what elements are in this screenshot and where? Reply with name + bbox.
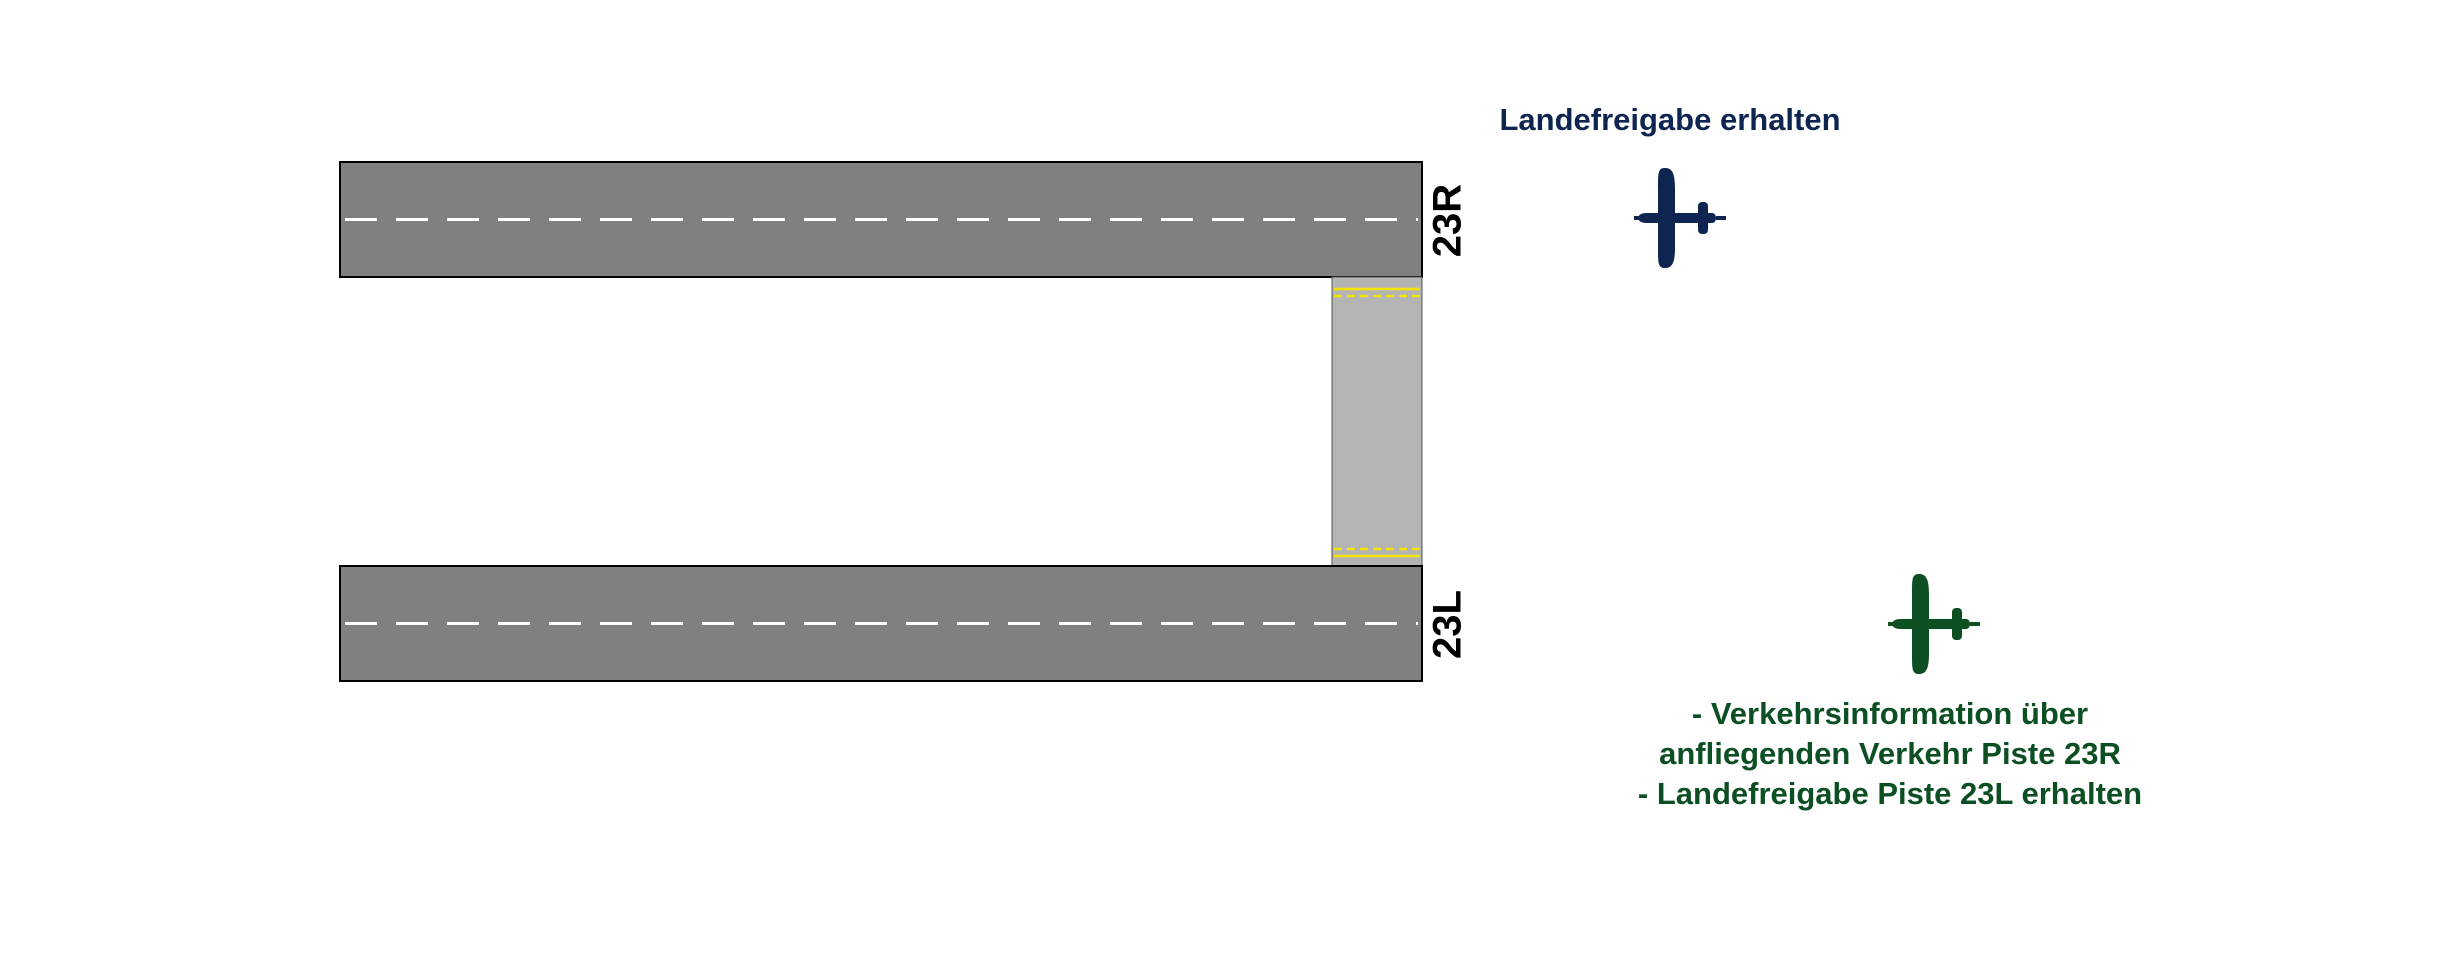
holding-line-bottom [1334, 547, 1420, 558]
airplane-icon-waiting [1888, 574, 1980, 674]
caption-line-3: - Landefreigabe Piste 23L erhalten [1637, 776, 2143, 811]
caption-waiting-aircraft: - Verkehrsinformation über anfliegenden … [1560, 694, 2220, 814]
connecting-taxiway [1331, 276, 1423, 567]
caption-line-1: - Verkehrsinformation über [1691, 696, 2089, 731]
runway-23l [339, 565, 1423, 682]
airplane-icon-cleared [1634, 168, 1726, 268]
runway-23r [339, 161, 1423, 278]
holding-line-top [1334, 287, 1420, 298]
runway-23r-label: 23R [1425, 183, 1470, 258]
runway-23l-label: 23L [1425, 590, 1470, 659]
caption-cleared-aircraft: Landefreigabe erhalten [1499, 102, 1841, 137]
caption-line-2: anfliegenden Verkehr Piste 23R [1659, 736, 2121, 771]
